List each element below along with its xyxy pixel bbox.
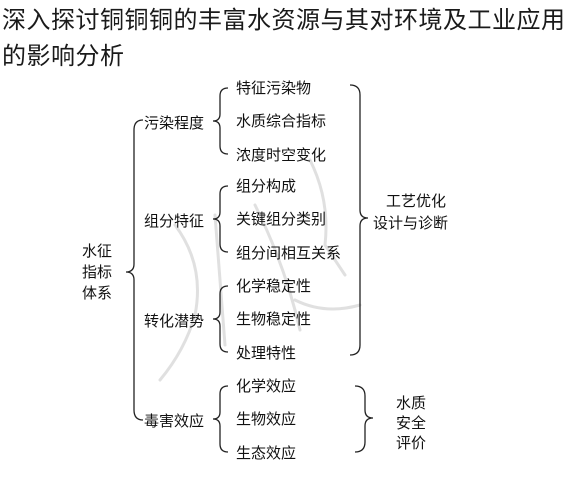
watermark-graphic: [158, 158, 362, 382]
item-chemical-effect: 化学效应: [236, 377, 296, 395]
root-brace: [125, 119, 144, 421]
page-title: 深入探讨铜铜铜的丰富水资源与其对环境及工业应用的影响分析: [2, 6, 566, 70]
root-label-line-2: 指标: [82, 263, 112, 281]
group-brace-pollution: [212, 87, 229, 155]
outcome-label-safety-line-3: 评价: [396, 434, 426, 452]
item-concentration-change: 浓度时空变化: [236, 146, 326, 164]
item-key-component-classes: 关键组分类别: [236, 210, 326, 228]
item-biological-stability: 生物稳定性: [236, 310, 311, 328]
group-brace-toxicity: [212, 385, 229, 453]
group-label-pollution: 污染程度: [144, 114, 204, 132]
item-characteristic-pollutants: 特征污染物: [236, 79, 311, 97]
outcome-label-process-line-1: 工艺优化: [386, 192, 446, 210]
item-biological-effect: 生物效应: [236, 410, 296, 428]
outcome-brace-process: [349, 84, 369, 356]
item-chemical-stability: 化学稳定性: [236, 277, 311, 295]
item-component-relations: 组分间相互关系: [236, 244, 341, 262]
outcome-label-process-line-2: 设计与诊断: [373, 214, 448, 232]
group-label-composition: 组分特征: [144, 212, 204, 230]
root-label-line-3: 体系: [82, 284, 112, 302]
root-label-line-1: 水征: [82, 242, 112, 260]
group-brace-composition: [212, 185, 229, 253]
outcome-label-safety-line-2: 安全: [396, 414, 426, 432]
item-component-makeup: 组分构成: [236, 177, 296, 195]
outcome-brace-safety: [354, 385, 374, 453]
group-brace-transformation: [212, 285, 229, 353]
outcome-label-safety-line-1: 水质: [396, 394, 426, 412]
item-water-quality-indicators: 水质综合指标: [236, 112, 326, 130]
item-ecological-effect: 生态效应: [236, 444, 296, 462]
group-label-transformation: 转化潜势: [144, 312, 204, 330]
item-treatment-properties: 处理特性: [236, 344, 296, 362]
group-label-toxicity: 毒害效应: [144, 412, 204, 430]
